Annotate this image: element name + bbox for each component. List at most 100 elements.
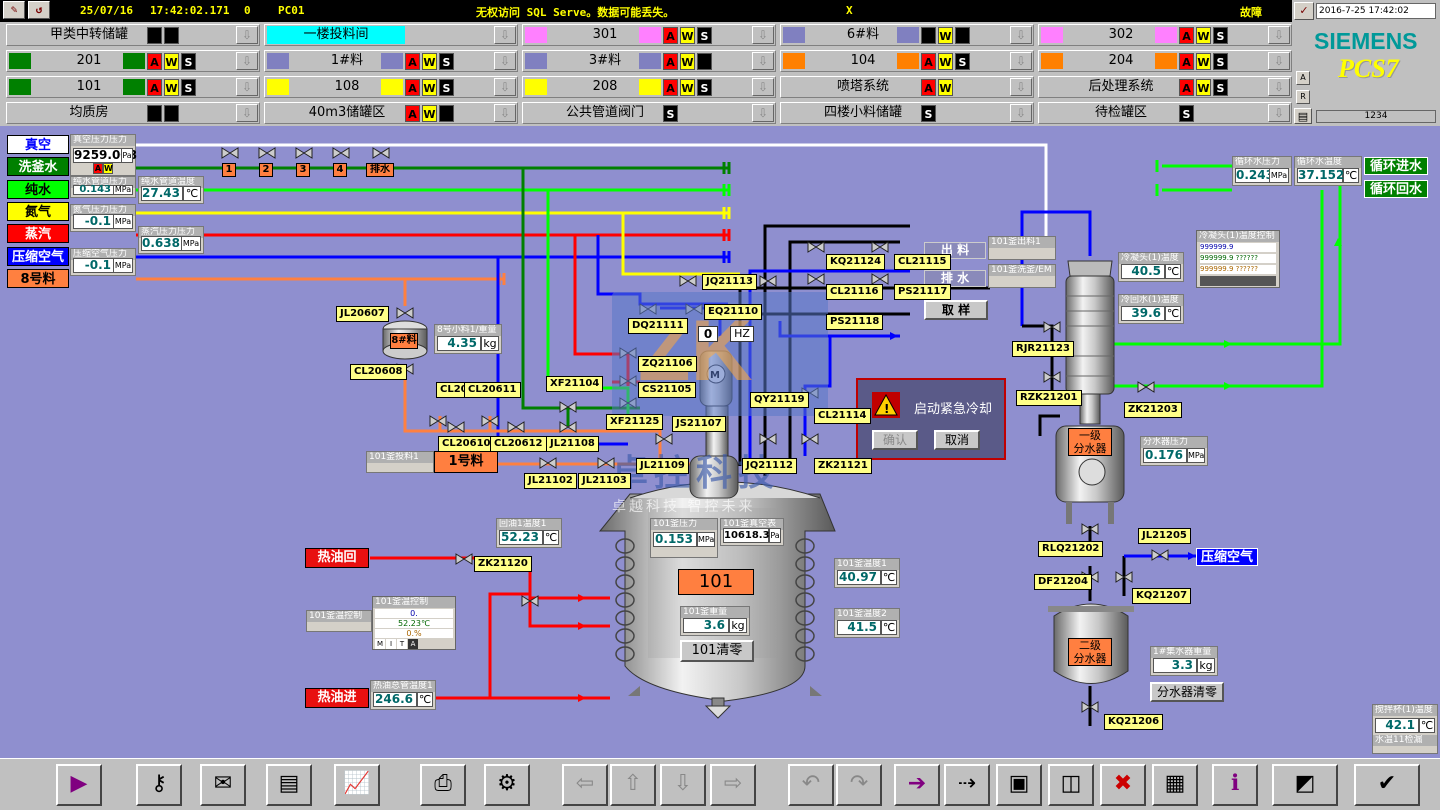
separator-2-label[interactable]: 二级 分水器 bbox=[1068, 638, 1112, 666]
valve-tag[interactable]: CL20608 bbox=[350, 364, 407, 380]
medium-4[interactable]: 氮气 bbox=[7, 201, 69, 221]
hot-oil-supply-button[interactable]: 热油进 bbox=[305, 688, 369, 708]
button-r[interactable]: R bbox=[1296, 90, 1310, 104]
valve-tag[interactable]: CL20611 bbox=[464, 382, 521, 398]
acknowledge-icon[interactable]: ✔ bbox=[1354, 764, 1420, 806]
medium-1[interactable]: 真空 bbox=[7, 135, 69, 154]
next-icon[interactable]: ➔ bbox=[894, 764, 940, 806]
valve-tag[interactable]: CL21114 bbox=[814, 408, 871, 424]
drain-button[interactable]: 排 水 bbox=[924, 270, 986, 287]
vacuum-pressure-box[interactable]: 真空压力压力 9259.008 Pa A W bbox=[70, 134, 137, 176]
dialog-cancel-button[interactable]: 取消 bbox=[934, 430, 980, 450]
alarm-list-icon[interactable]: ✎ bbox=[3, 1, 25, 19]
nav-open-icon[interactable]: ⇩ bbox=[1010, 78, 1032, 96]
mode-m[interactable]: M bbox=[375, 639, 385, 649]
medium-5[interactable]: 蒸汽 bbox=[7, 224, 69, 244]
reactor-temp-controller[interactable]: 101釜温控制 0. 52.23℃ 0.% M I T A bbox=[372, 596, 456, 650]
valve-tag[interactable]: RLQ21202 bbox=[1038, 541, 1104, 557]
feed-box[interactable]: 101釜投料1 bbox=[366, 451, 434, 473]
tank-8-label[interactable]: 8#料 bbox=[390, 333, 418, 349]
arrow-left-icon[interactable]: ⇦ bbox=[562, 764, 608, 806]
valve-tag[interactable]: JS21107 bbox=[672, 416, 726, 432]
separator2-weight-box[interactable]: 1#集水器重量 3.3 kg bbox=[1150, 646, 1218, 676]
valve-tag[interactable]: XF21125 bbox=[606, 414, 664, 430]
valve-tag[interactable]: CL20610 bbox=[438, 436, 495, 452]
nav-open-icon[interactable]: ⇩ bbox=[494, 52, 516, 70]
refresh-icon[interactable]: ↺ bbox=[28, 1, 50, 19]
valve-tag[interactable]: ZK21121 bbox=[814, 458, 872, 474]
reactor-vacuum-box[interactable]: 101釜真空表 10618.31 Pa bbox=[720, 518, 784, 546]
config-icon[interactable]: ⚙ bbox=[484, 764, 530, 806]
pure-water-pressure-box[interactable]: 纯水管道压力 0.143 MPa bbox=[70, 176, 136, 198]
redo-icon[interactable]: ↷ bbox=[836, 764, 882, 806]
valve-tag[interactable]: ZK21203 bbox=[1124, 402, 1182, 418]
valve-tag[interactable]: ZQ21106 bbox=[638, 356, 697, 372]
valve-tag[interactable]: JL20607 bbox=[336, 306, 389, 322]
separator-reset-button[interactable]: 分水器清零 bbox=[1150, 682, 1224, 702]
cw-supply-button[interactable]: 循环进水 bbox=[1364, 157, 1428, 175]
valve-tag[interactable]: DQ21111 bbox=[628, 318, 688, 334]
arrow-right-icon[interactable]: ⇨ bbox=[710, 764, 756, 806]
valve-tag[interactable]: JQ21112 bbox=[742, 458, 798, 474]
nav-open-icon[interactable]: ⇩ bbox=[752, 26, 774, 44]
valve-tag[interactable]: JL21205 bbox=[1138, 528, 1191, 544]
cw-temp-box[interactable]: 循环水温度 37.152 ℃ bbox=[1294, 156, 1362, 186]
separator-1-label[interactable]: 一级 分水器 bbox=[1068, 428, 1112, 456]
close-picture-icon[interactable]: ✖ bbox=[1100, 764, 1146, 806]
mode-t[interactable]: T bbox=[397, 639, 407, 649]
valve-tag[interactable]: JL21102 bbox=[524, 473, 577, 489]
medium-2[interactable]: 洗釜水 bbox=[7, 157, 69, 177]
inlet-2[interactable]: 2 bbox=[259, 163, 273, 177]
valve-tag[interactable]: JL21109 bbox=[636, 458, 689, 474]
valve-tag[interactable]: CL21115 bbox=[894, 254, 951, 270]
nav-open-icon[interactable]: ⇩ bbox=[494, 104, 516, 122]
tag-icon[interactable]: ◫ bbox=[1048, 764, 1094, 806]
medium-6[interactable]: 压缩空气 bbox=[7, 246, 69, 266]
sample-button[interactable]: 取 样 bbox=[924, 300, 988, 320]
valve-tag[interactable]: KQ21207 bbox=[1132, 588, 1192, 604]
valve-tag[interactable]: RJR21123 bbox=[1012, 341, 1074, 357]
printer-icon[interactable]: ▤ bbox=[1294, 108, 1312, 124]
valve-tag[interactable]: KQ21124 bbox=[826, 254, 886, 270]
mat8-weight-box[interactable]: 8号小料1/重量 4.35 kg bbox=[434, 324, 502, 354]
pure-water-temp-box[interactable]: 纯水管道温度 27.43 ℃ bbox=[138, 176, 204, 204]
valve-tag[interactable]: CL20612 bbox=[490, 436, 547, 452]
medium-7[interactable]: 8号料 bbox=[7, 268, 69, 288]
jacket-temp-box[interactable]: 回油1温度1 52.23 ℃ bbox=[496, 518, 562, 548]
trend-icon[interactable]: 📈 bbox=[334, 764, 380, 806]
mode-a[interactable]: A bbox=[408, 639, 418, 649]
valve-tag[interactable]: JL21103 bbox=[578, 473, 631, 489]
nav-cell-2[interactable]: 一楼投料间⇩ bbox=[264, 24, 518, 46]
reactor-temp-ctrl-bar[interactable]: 101釜温控制 bbox=[306, 610, 372, 632]
nav-open-icon[interactable]: ⇩ bbox=[494, 78, 516, 96]
stir-temp-box[interactable]: 搅拌杯(1)温度 42.1 ℃ 水温11检漏 bbox=[1372, 704, 1438, 754]
inlet-1[interactable]: 1 bbox=[222, 163, 236, 177]
outlet-box[interactable]: 101釜出料1 bbox=[988, 236, 1056, 260]
alarm-icon[interactable]: ✉ bbox=[200, 764, 246, 806]
nav-open-icon[interactable]: ⇩ bbox=[1010, 104, 1032, 122]
forward-icon[interactable]: ⇢ bbox=[944, 764, 990, 806]
valve-tag[interactable]: ZK21120 bbox=[474, 556, 532, 572]
wash-box[interactable]: 101釜洗釜/EM bbox=[988, 264, 1056, 288]
nav-open-icon[interactable]: ⇩ bbox=[1010, 52, 1032, 70]
nav-open-icon[interactable]: ⇩ bbox=[236, 78, 258, 96]
material-1-button[interactable]: 1号料 bbox=[434, 451, 498, 473]
picture-icon[interactable]: ▣ bbox=[996, 764, 1042, 806]
arrow-down-icon[interactable]: ⇩ bbox=[660, 764, 706, 806]
agitator-speed-value[interactable]: 0 bbox=[698, 326, 718, 342]
nav-open-icon[interactable]: ⇩ bbox=[752, 78, 774, 96]
undo-icon[interactable]: ↶ bbox=[788, 764, 834, 806]
condenser-temp-controller[interactable]: 冷凝头(1)温度控制 999999.9 999999.9 ?????? 9999… bbox=[1196, 230, 1280, 288]
valve-tag[interactable]: XF21104 bbox=[546, 376, 604, 392]
inlet-3[interactable]: 3 bbox=[296, 163, 310, 177]
reactor-temp2-box[interactable]: 101釜温度2 41.5 ℃ bbox=[834, 608, 900, 638]
drain-inlet[interactable]: 排水 bbox=[366, 163, 394, 177]
